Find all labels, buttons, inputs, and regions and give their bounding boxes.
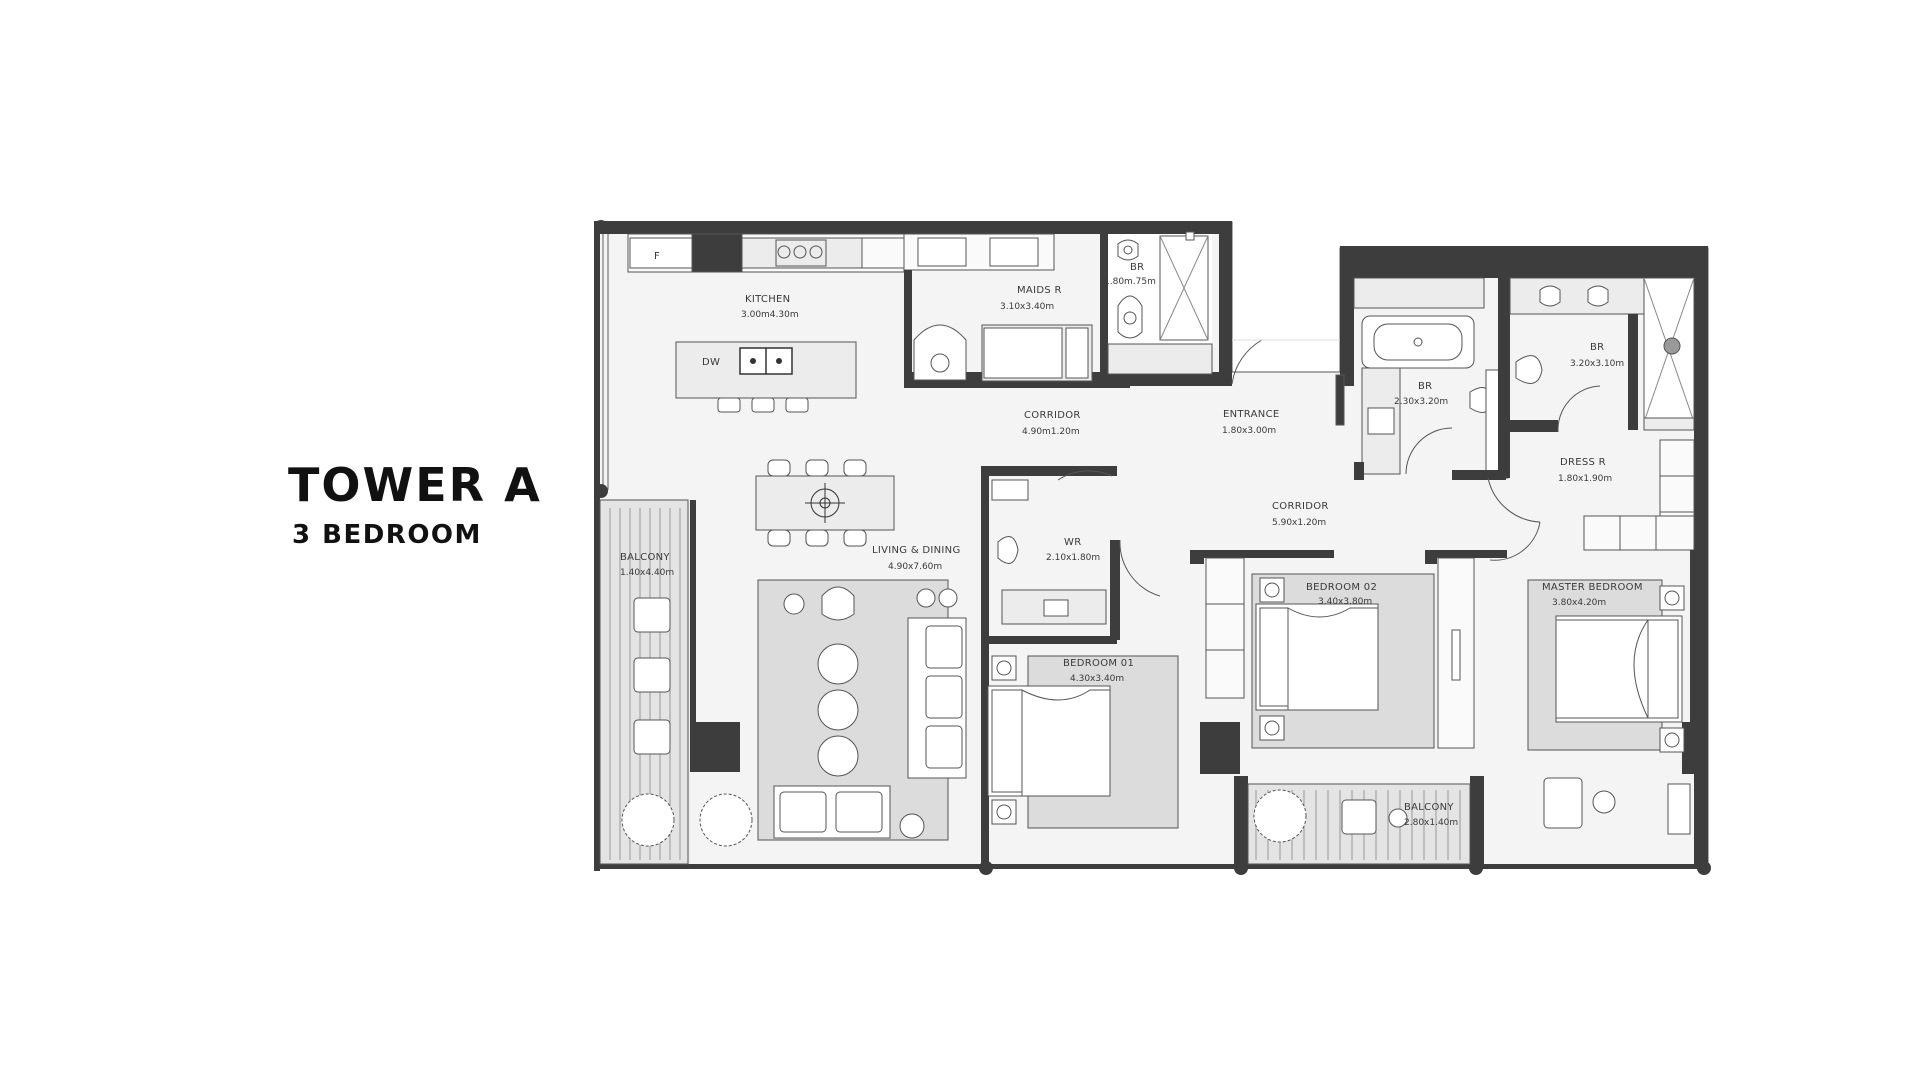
bedroom-subtitle: 3 BEDROOM [292,520,482,550]
tower-title: TOWER A [288,458,542,512]
wr-room [981,466,1161,866]
maids-room [903,233,1130,388]
bath2-wall [1498,278,1510,478]
glazing-left [602,234,609,490]
master-name: MASTER BEDROOM [1542,582,1643,593]
corridor-1-dims: 4.90m1.20m [1022,427,1080,437]
master-bathroom [1509,277,1695,433]
bed-1-dims: 4.30x3.40m [1070,674,1124,684]
bathroom-2 [1353,277,1509,480]
wr-name: WR [1064,537,1081,548]
bed-1-name: BEDROOM 01 [1063,658,1134,669]
br-maid-name: BR [1130,262,1144,273]
columns [594,220,1711,875]
bedroom-01 [987,655,1179,829]
kitchen-island [675,341,857,413]
master-dims: 3.80x4.20m [1552,598,1606,608]
balcony-2-dims: 2.80x1.40m [1404,818,1458,828]
kitchen-dims: 3.00m4.30m [741,310,799,320]
bedroom-02 [1205,557,1475,749]
dress-name: DRESS R [1560,457,1606,468]
corridor-2-name: CORRIDOR [1272,501,1329,512]
balcony-1 [599,499,753,865]
fridge-label: F [654,251,660,262]
bed-2-name: BEDROOM 02 [1306,582,1377,593]
br-master-name: BR [1590,342,1604,353]
entrance-dims: 1.80x3.00m [1222,426,1276,436]
kitchen-counter [627,233,905,273]
br-2-dims: 2.30x3.20m [1394,397,1448,407]
br-2-name: BR [1418,381,1432,392]
living-room [757,579,967,841]
dress-dims: 1.80x1.90m [1558,474,1612,484]
maids-name: MAIDS R [1017,285,1062,296]
dw-label: DW [702,357,720,368]
br-maid-dims: 1.80m.75m [1104,277,1156,287]
balcony-2-name: BALCONY [1404,802,1454,813]
partition-walls [1190,550,1702,866]
corridor-2-dims: 5.90x1.20m [1272,518,1326,528]
dress-room [1487,439,1695,551]
corridor-1-name: CORRIDOR [1024,410,1081,421]
maids-dims: 3.10x3.40m [1000,302,1054,312]
maid-bathroom [1100,231,1213,380]
balcony-1-name: BALCONY [620,552,670,563]
dining-table [755,459,895,547]
balcony-2 [1247,783,1471,865]
wr-dims: 2.10x1.80m [1046,553,1100,563]
master-bedroom [1527,579,1691,835]
living-name: LIVING & DINING [872,545,961,556]
title-block: TOWER A 3 BEDROOM [288,462,542,548]
kitchen-name: KITCHEN [745,294,790,305]
living-dims: 4.90x7.60m [888,562,942,572]
bed-2-dims: 3.40x3.80m [1318,597,1372,607]
entrance-name: ENTRANCE [1223,409,1279,420]
corridor-doors [1057,470,1541,561]
entrance-door [1231,339,1345,426]
br-master-dims: 3.20x3.10m [1570,359,1624,369]
balcony-1-dims: 1.40x4.40m [620,568,674,578]
